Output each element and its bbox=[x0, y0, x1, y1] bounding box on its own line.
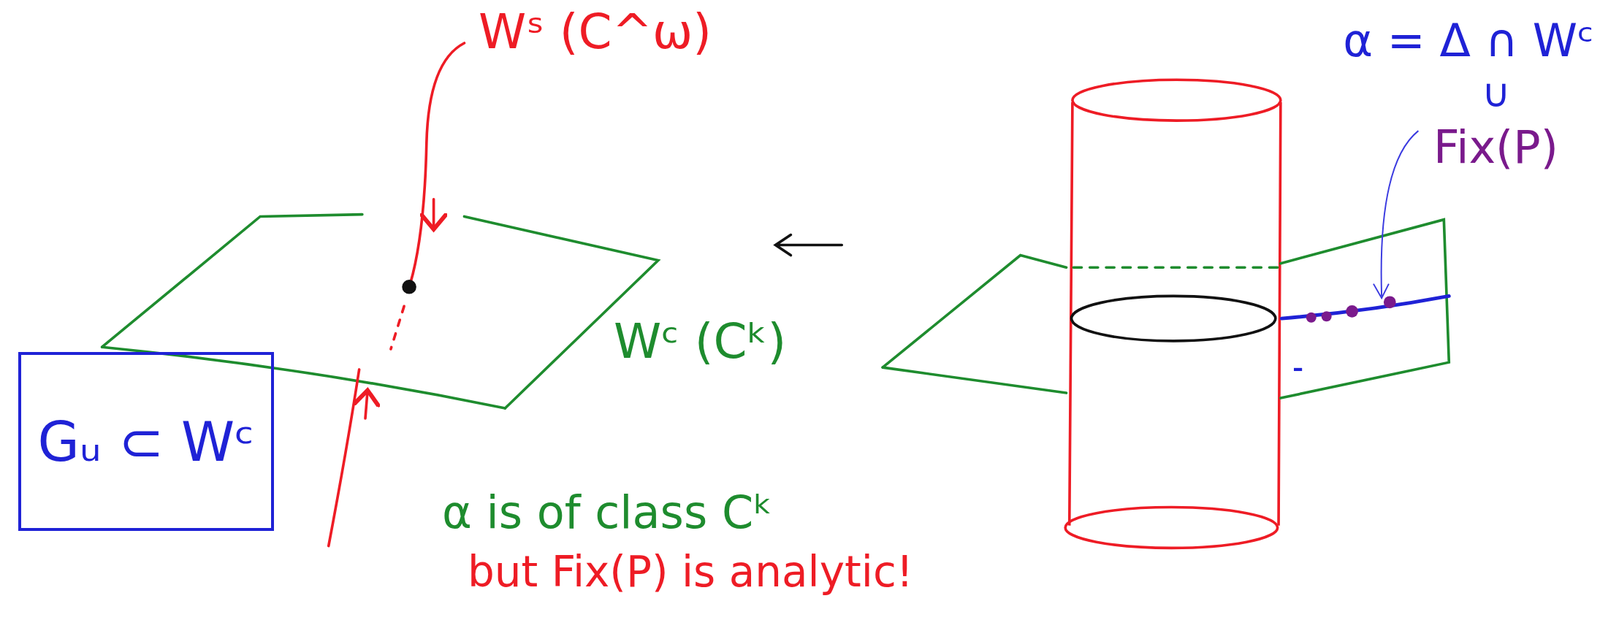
box-text: Gᵤ ⊂ Wᶜ bbox=[37, 410, 255, 474]
set-label: α = Δ ∩ Wᶜ bbox=[1342, 16, 1595, 66]
note: but Fix(P) is analytic! bbox=[467, 549, 914, 597]
inclusion-symbol: ∪ bbox=[1481, 71, 1511, 115]
leader-line bbox=[1373, 130, 1419, 299]
fixed-point bbox=[401, 279, 417, 295]
center-manifold-plane bbox=[102, 214, 659, 409]
center-manifold-plane bbox=[882, 219, 1449, 399]
manifold-label: Wᶜ (Cᵏ) bbox=[613, 315, 787, 369]
cylinder bbox=[1065, 79, 1281, 548]
fixed-points bbox=[1306, 295, 1397, 323]
set-box: Gᵤ ⊂ Wᶜ bbox=[18, 352, 274, 532]
manifold-label: Wˢ (C^ω) bbox=[478, 5, 712, 60]
alpha-curve bbox=[1293, 368, 1302, 372]
set-label: Fix(P) bbox=[1433, 122, 1559, 173]
note: α is of class Cᵏ bbox=[442, 488, 773, 538]
invariant-circle bbox=[1071, 295, 1276, 341]
map-arrow bbox=[775, 235, 842, 256]
stable-manifold-curve bbox=[328, 43, 465, 547]
